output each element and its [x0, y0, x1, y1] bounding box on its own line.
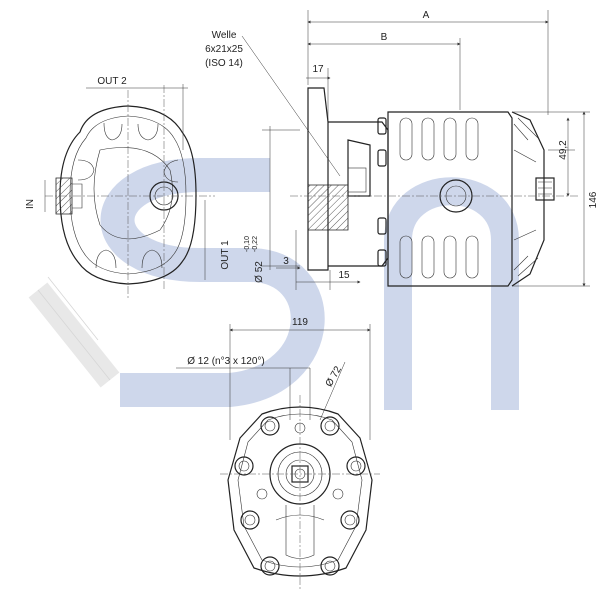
- watermark-hose: [28, 276, 120, 388]
- in-label: IN: [25, 199, 36, 209]
- dim-119-label: 119: [292, 317, 308, 328]
- holes-label: Ø 12 (n°3 x 120°): [187, 356, 264, 367]
- mount-hole-top: [294, 422, 306, 434]
- dim-49-label: 49,2: [558, 140, 569, 160]
- shaft-label-line1: Welle: [212, 30, 237, 41]
- bolt-mid-left-1: [234, 456, 254, 476]
- dim-3-label: 3: [283, 256, 289, 267]
- dim-dia72-label: Ø 72: [324, 364, 345, 389]
- bolt-mid-right-2: [340, 510, 360, 530]
- dim-146-label: 146: [588, 191, 599, 208]
- dim-15-label: 15: [338, 270, 350, 281]
- watermark-s-shape: [100, 158, 325, 407]
- mount-hole-right: [332, 488, 344, 500]
- tolerance-lower-label: -0,22: [252, 236, 259, 252]
- bolt-top-right: [320, 416, 340, 436]
- bolt-bottom-left: [260, 556, 280, 576]
- side-view: A B 17 Welle 6x21x25 (ISO 14) Ø 52 -0,10…: [205, 10, 599, 290]
- watermark-h-shape: [384, 177, 519, 410]
- bolt-top-left: [260, 416, 280, 436]
- mount-hole-left: [256, 488, 268, 500]
- dim-17-label: 17: [312, 64, 324, 75]
- front-view: IN OUT 2 OUT 1: [25, 76, 231, 300]
- bolt-mid-right-1: [346, 456, 366, 476]
- out1-label: OUT 1: [220, 240, 231, 270]
- bolt-mid-left-2: [240, 510, 260, 530]
- bolt-bottom-right: [320, 556, 340, 576]
- dim-b-label: B: [381, 32, 388, 43]
- out2-label: OUT 2: [97, 76, 127, 87]
- shaft-label-line3: (ISO 14): [205, 58, 243, 69]
- dim-dia52-label: Ø 52: [254, 261, 265, 283]
- dim-a-label: A: [423, 10, 430, 21]
- shaft-label-line2: 6x21x25: [205, 44, 243, 55]
- watermark-logo: [28, 158, 519, 410]
- tolerance-upper-label: -0,10: [244, 236, 251, 252]
